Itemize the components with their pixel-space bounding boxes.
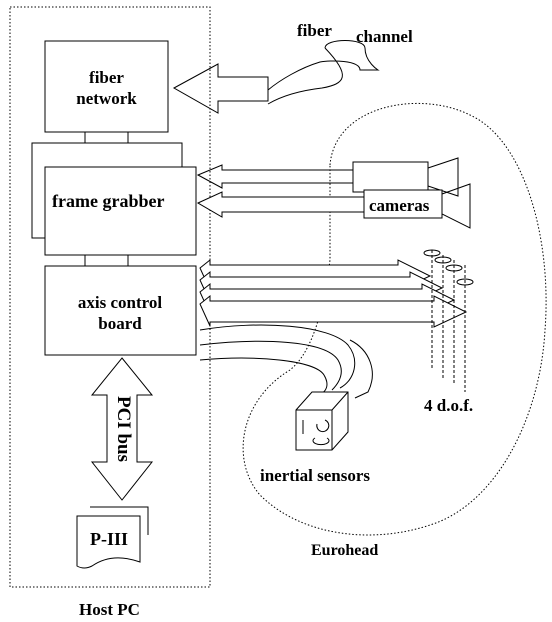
camera-1-body: [352, 161, 429, 193]
axis-arrow-4: [199, 294, 468, 328]
dof-label: 4 d.o.f.: [424, 396, 474, 415]
fiber-network-line2: network: [76, 89, 137, 108]
fiber-channel-label-2: channel: [356, 27, 413, 46]
eurohead-boundary: [242, 103, 547, 536]
fiber-network-line1: fiber: [89, 68, 124, 87]
camera-arrow-1: [196, 164, 354, 189]
axis-control-board-box: [44, 265, 197, 356]
eurohead-label: Eurohead: [311, 542, 379, 559]
fiber-network-label: fiber network: [45, 67, 168, 109]
axis-control-label: axis control board: [50, 292, 190, 334]
p3-label: P-III: [90, 529, 129, 549]
frame-grabber-label: frame grabber: [52, 191, 165, 211]
p3-back-page: [90, 506, 149, 535]
fiber-channel-arrow: [172, 63, 269, 114]
camera-2-lens: [441, 183, 471, 229]
inertial-cable: [199, 324, 373, 399]
camera-1-lens: [427, 157, 459, 197]
p3-front-page: [76, 515, 141, 569]
cameras-label: cameras: [369, 196, 430, 215]
fiber-channel-ribbon: [267, 40, 380, 105]
host-pc-label: Host PC: [79, 600, 140, 619]
axis-control-line2: board: [98, 314, 142, 333]
pci-bus-label: PCI bus: [113, 396, 134, 462]
camera-arrow-2: [196, 191, 365, 218]
pci-bus-arrow: [90, 357, 154, 501]
inertial-sensors-label: inertial sensors: [260, 466, 371, 485]
fiber-network-box: [44, 40, 169, 133]
frame-grabber-box: [44, 166, 197, 256]
fiber-channel-label-1: fiber: [297, 21, 332, 40]
axis-control-line1: axis control: [77, 293, 163, 312]
